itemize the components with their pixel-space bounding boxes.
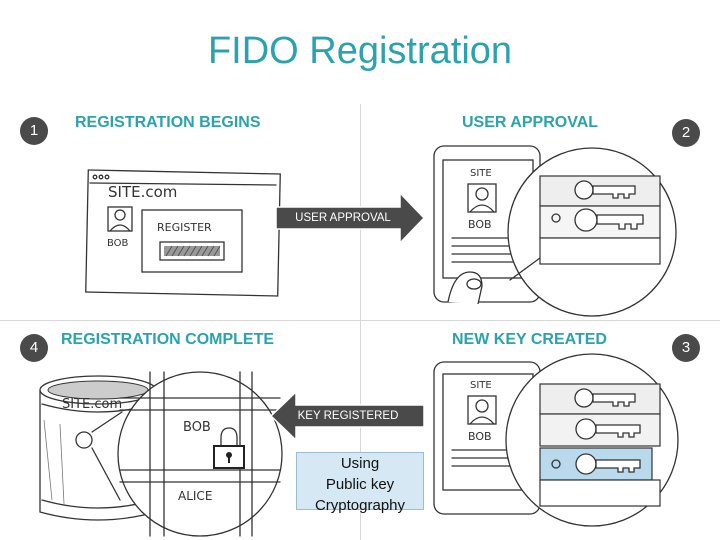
note-line-2: Public key — [325, 476, 395, 493]
step-3-label: NEW KEY CREATED — [452, 331, 607, 348]
quadrant-divider-vertical — [360, 104, 361, 540]
quadrant-divider-horizontal — [0, 320, 720, 321]
sketch-site-url: SITE.com — [108, 183, 177, 201]
step-4-badge: 4 — [20, 334, 48, 362]
sketch-register: REGISTER — [157, 221, 212, 234]
sketch-bob-4: BOB — [183, 420, 211, 435]
step-1-label: REGISTRATION BEGINS — [75, 114, 261, 131]
arrow-right-user-approval — [275, 191, 426, 245]
browser-window-sketch: SITE.com BOB REGISTER — [85, 169, 281, 297]
arrow-right-label: USER APPROVAL — [295, 212, 391, 224]
sketch-alice: ALICE — [178, 489, 212, 503]
note-line-1: Using — [340, 455, 380, 472]
step-4-label: REGISTRATION COMPLETE — [61, 331, 275, 348]
sketch-bob-1: BOB — [107, 238, 129, 249]
sketch-bob-2: BOB — [468, 218, 492, 231]
sketch-site-url-2: SITE.com — [62, 397, 122, 412]
page-title: FIDO Registration — [207, 30, 513, 72]
sketch-bob-3: BOB — [468, 430, 492, 443]
public-key-cryptography-note: Using Public key Cryptography — [296, 452, 424, 514]
arrow-left-label: KEY REGISTERED — [297, 410, 399, 422]
note-line-3: Cryptography — [314, 497, 406, 514]
sketch-site-1: SITE — [470, 168, 492, 179]
arrow-left-key-registered — [269, 390, 425, 442]
sketch-site-2: SITE — [470, 380, 492, 391]
magnifier-keys-new — [505, 353, 679, 527]
step-1-badge: 1 — [20, 117, 48, 145]
step-2-label: USER APPROVAL — [462, 114, 599, 131]
step-2-badge: 2 — [672, 119, 700, 147]
magnifier-keys-approval — [507, 147, 677, 317]
step-3-badge: 3 — [672, 334, 700, 362]
magnifier-lock-grid: BOB ALICE — [91, 371, 283, 537]
